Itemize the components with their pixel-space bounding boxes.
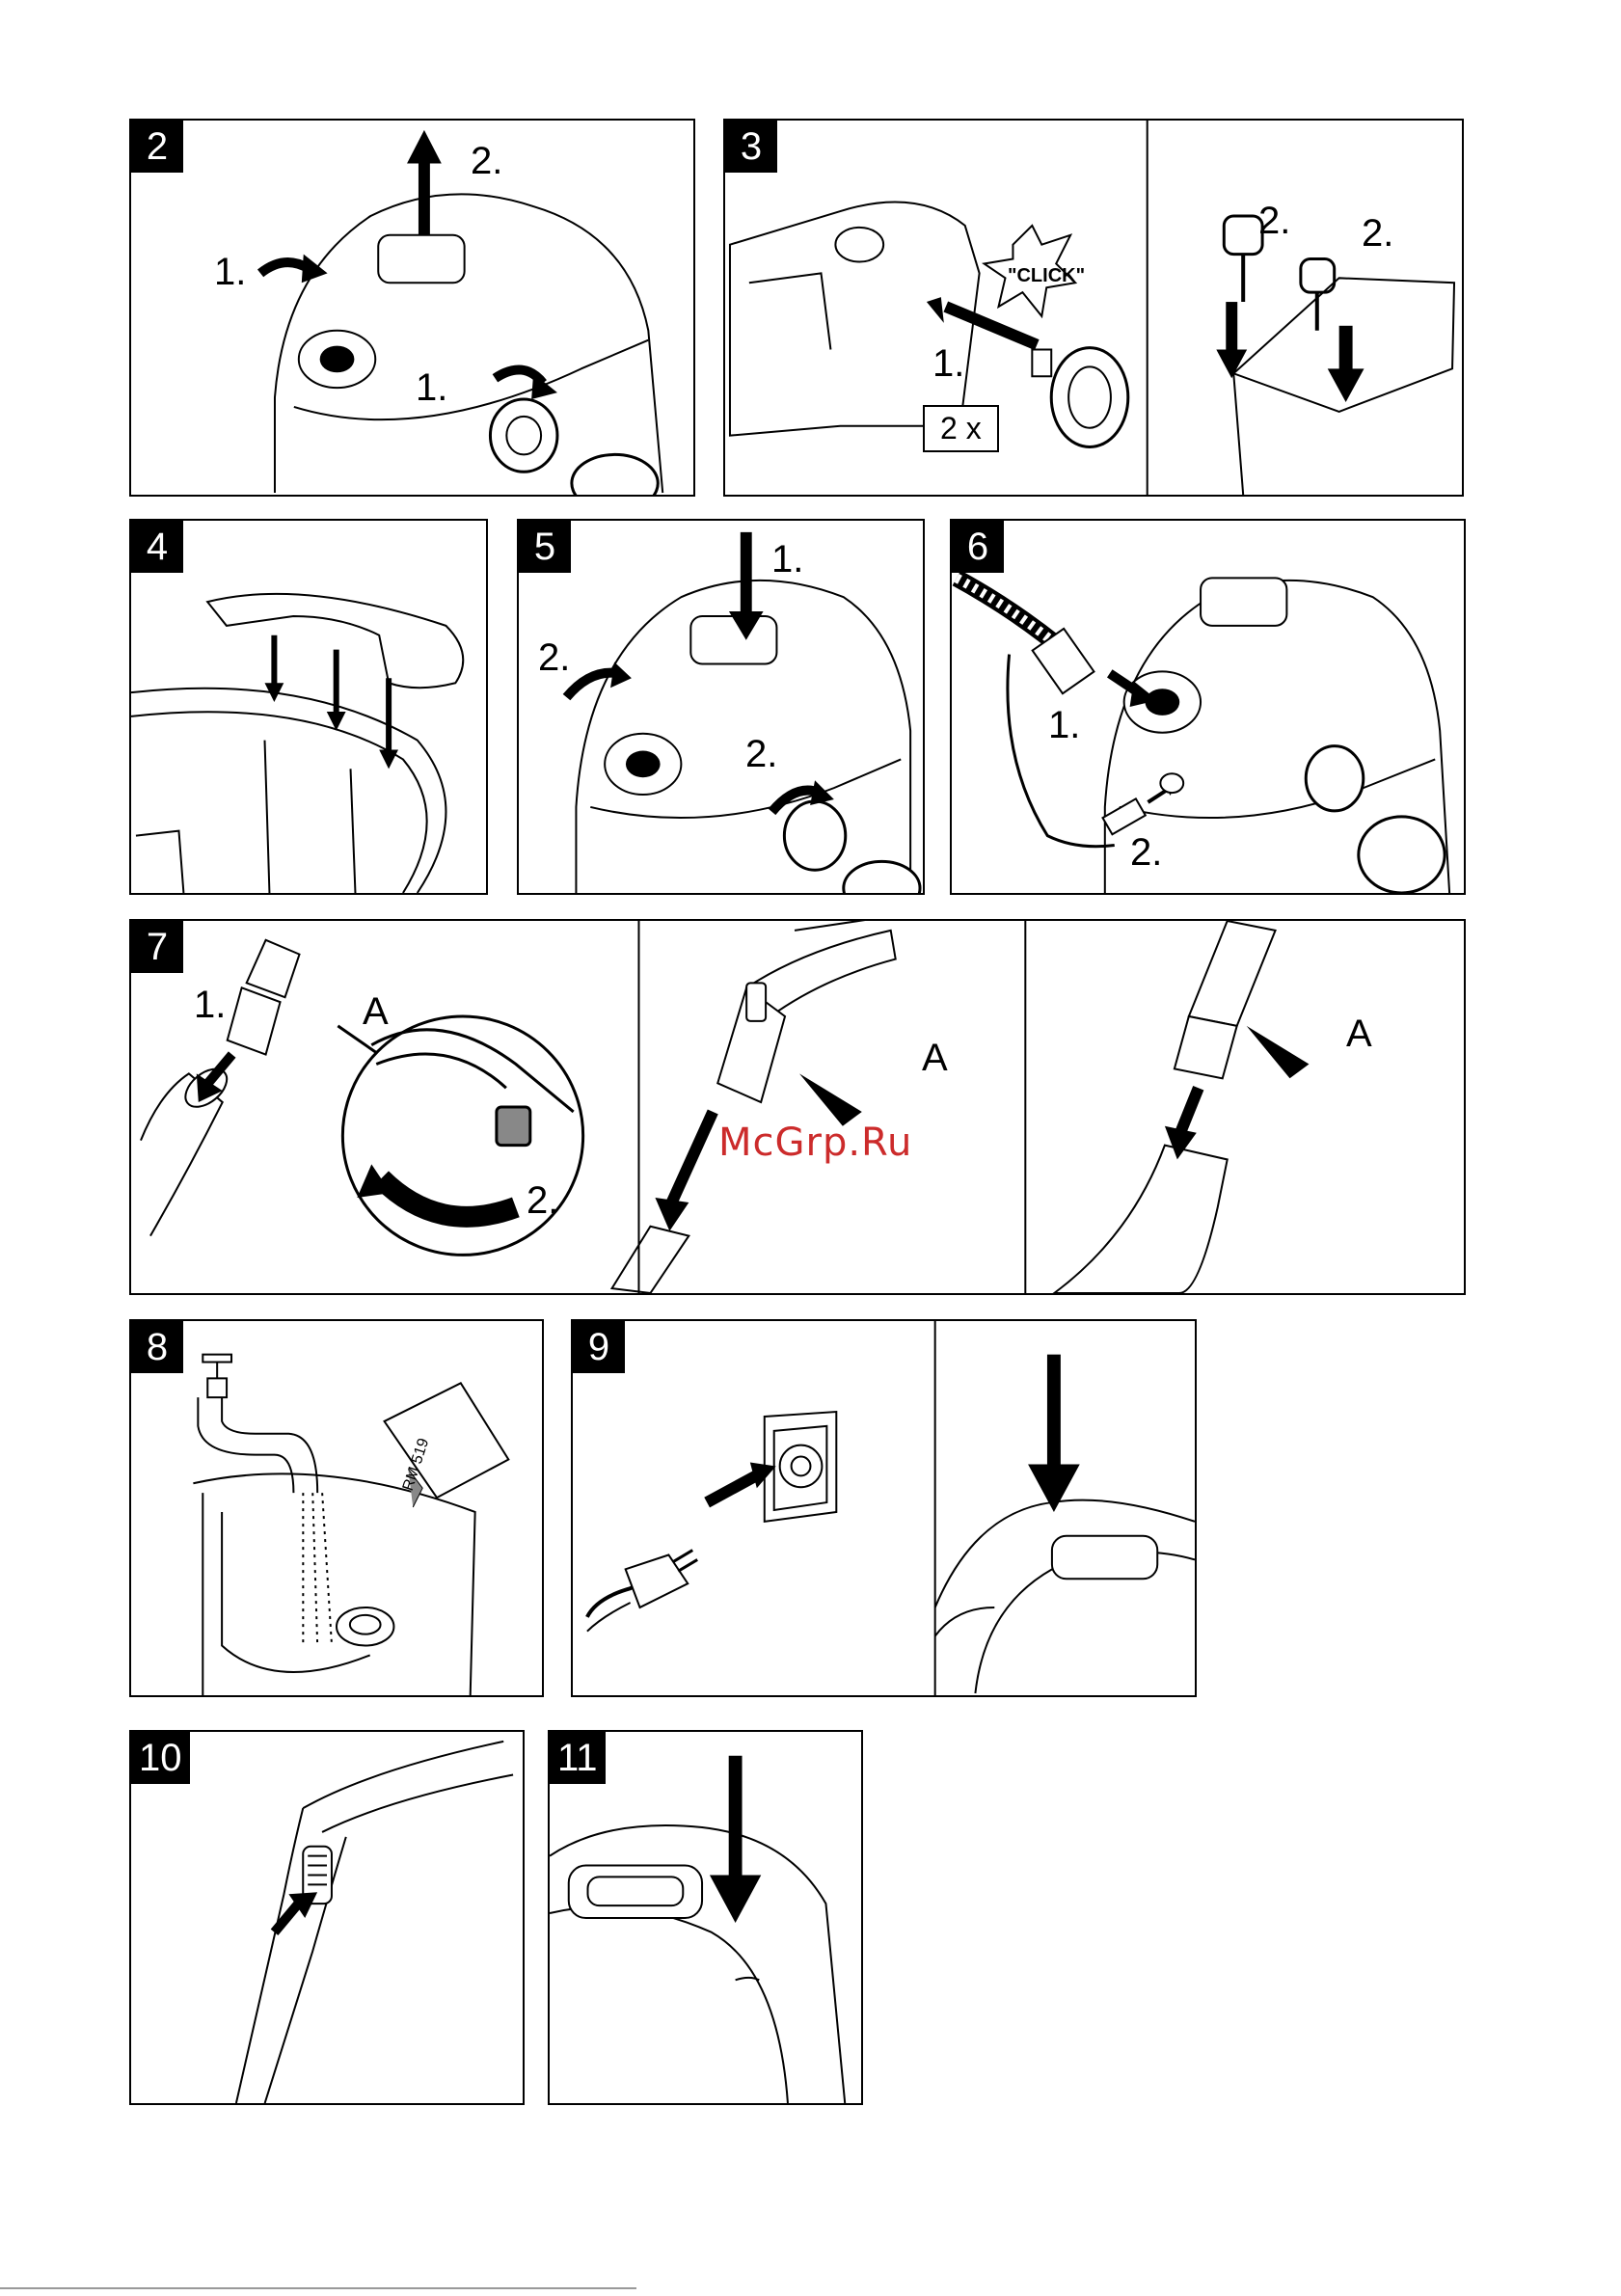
- watermark: McGrp.Ru: [718, 1121, 912, 1165]
- power-switch-press-illustration: [550, 1732, 861, 2103]
- figure-number: 5: [519, 521, 571, 573]
- figure-number: 6: [952, 521, 1004, 573]
- step-label: 2.: [538, 636, 570, 680]
- figure-number: 8: [131, 1321, 183, 1373]
- container-insert-illustration: [131, 521, 486, 893]
- figure-number: 7: [131, 921, 183, 973]
- part-label-a: A: [922, 1037, 948, 1080]
- power-plug-and-switch-illustration: [573, 1321, 1195, 1695]
- step-label: 1.: [771, 538, 803, 581]
- figure-3-panel: 3 "CLICK" 2 x 1. 2. 2.: [723, 119, 1464, 497]
- vacuum-lid-removal-illustration: [131, 121, 693, 495]
- wheel-and-caster-mounting-illustration: [725, 121, 1462, 495]
- figure-number: 11: [550, 1732, 606, 1784]
- step-label: 2.: [1258, 200, 1290, 243]
- figure-number: 4: [131, 521, 183, 573]
- quantity-box: 2 x: [923, 405, 999, 452]
- hose-connection-illustration: [952, 521, 1464, 893]
- step-label: 2.: [745, 733, 777, 776]
- step-label: 2.: [527, 1179, 558, 1223]
- step-label: 1.: [194, 984, 226, 1027]
- figure-11-panel: 11: [548, 1730, 863, 2105]
- step-label: 2.: [1130, 831, 1162, 875]
- tank-filling-illustration: [131, 1321, 542, 1695]
- step-label: 1.: [932, 342, 964, 386]
- vacuum-lid-closing-illustration: [519, 521, 923, 893]
- figure-5-panel: 5 1. 2. 2.: [517, 519, 925, 895]
- part-label-a: A: [363, 990, 389, 1034]
- figure-2-panel: 2 1. 1. 2.: [129, 119, 695, 497]
- figure-number: 10: [131, 1732, 190, 1784]
- figure-8-panel: 8 RM 519: [129, 1319, 544, 1697]
- accessory-attachment-illustration: [131, 921, 1464, 1293]
- figure-7-panel: 7 1. A 2. A A: [129, 919, 1466, 1295]
- figure-9-panel: 9: [571, 1319, 1197, 1697]
- step-label: 2.: [471, 140, 502, 183]
- spray-trigger-illustration: [131, 1732, 523, 2103]
- click-callout: "CLICK": [1008, 265, 1085, 287]
- figure-4-panel: 4: [129, 519, 488, 895]
- figure-number: 3: [725, 121, 777, 173]
- step-label: 1.: [416, 366, 447, 410]
- part-label-a: A: [1346, 1013, 1372, 1056]
- figure-number: 2: [131, 121, 183, 173]
- step-label: 2.: [1362, 212, 1393, 256]
- footer-divider: [0, 2287, 636, 2289]
- figure-number: 9: [573, 1321, 625, 1373]
- step-label: 1.: [214, 251, 246, 294]
- figure-6-panel: 6 1. 2.: [950, 519, 1466, 895]
- figure-10-panel: 10: [129, 1730, 525, 2105]
- step-label: 1.: [1048, 704, 1080, 747]
